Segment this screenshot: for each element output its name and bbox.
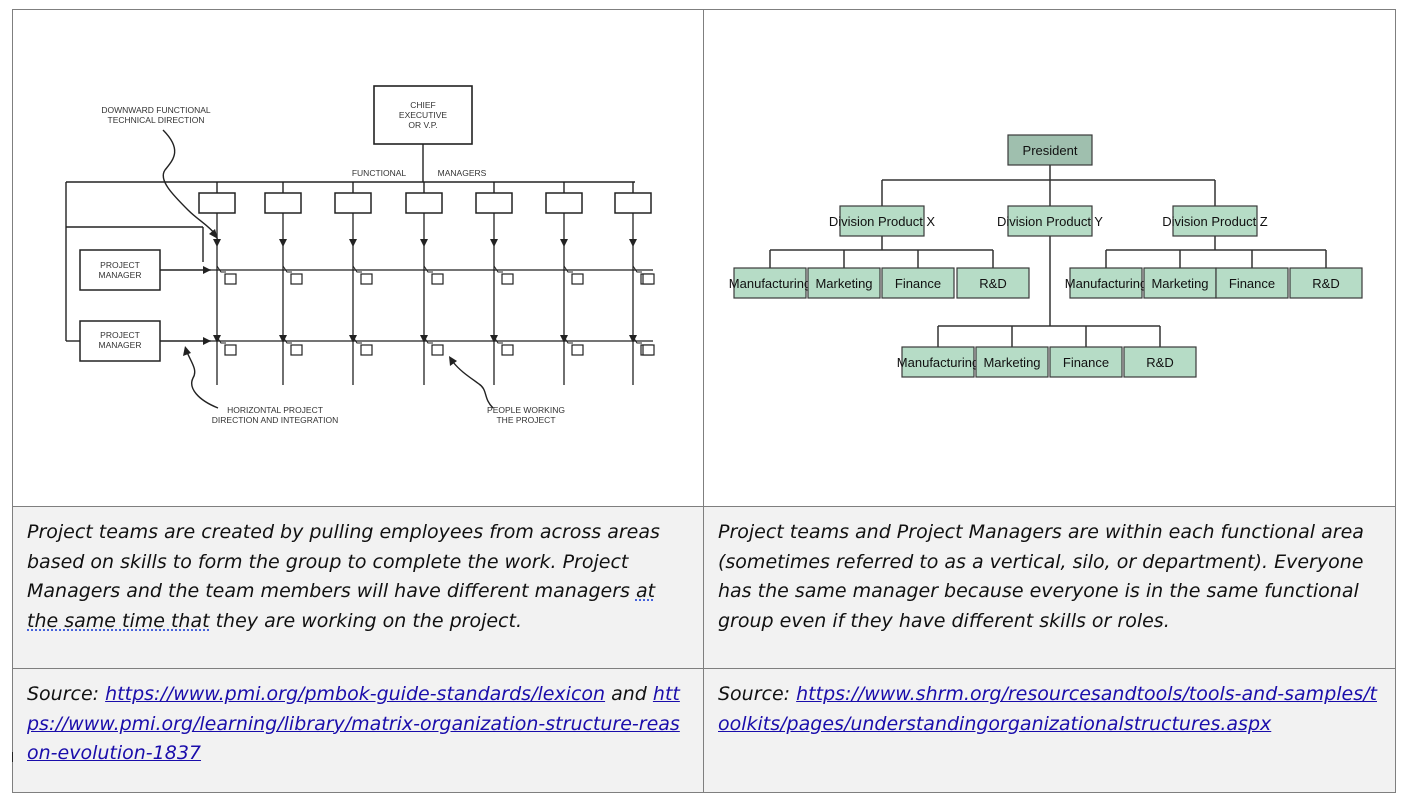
downward-label-1: DOWNWARD FUNCTIONAL bbox=[101, 105, 211, 115]
person-box bbox=[431, 273, 444, 285]
division-y-child-node: R&D bbox=[1123, 346, 1197, 378]
division-y-node: Division Product Y bbox=[997, 205, 1103, 237]
project-manager-2-line1: PROJECT bbox=[100, 330, 140, 340]
president-node-label: President bbox=[1023, 143, 1078, 158]
people-working-boxes bbox=[216, 265, 655, 356]
division-x-child-node: Marketing bbox=[807, 267, 881, 299]
functional-managers bbox=[198, 182, 652, 385]
division-z-child-node: Finance bbox=[1215, 267, 1289, 299]
functional-manager-box bbox=[405, 192, 443, 214]
division-x-child-node: Finance bbox=[881, 267, 955, 299]
division-y-child-node-label: Manufacturing bbox=[897, 355, 979, 370]
horizontal-label-2: DIRECTION AND INTEGRATION bbox=[212, 415, 338, 425]
division-z-node: Division Product Z bbox=[1162, 205, 1268, 237]
person-box bbox=[571, 273, 584, 285]
pmi-matrix-link[interactable]: https://www.pmi.org/learning/library/mat… bbox=[27, 683, 680, 764]
person-box bbox=[290, 344, 303, 356]
people-label-2: THE PROJECT bbox=[496, 415, 555, 425]
shrm-link[interactable]: https://www.shrm.org/resourcesandtools/t… bbox=[718, 683, 1377, 735]
division-z-child-node-label: R&D bbox=[1312, 276, 1339, 291]
matrix-diagram-cell: CHIEF EXECUTIVE OR V.P. FUNCTIONAL MANAG… bbox=[12, 9, 704, 507]
division-z-node-label: Division Product Z bbox=[1162, 214, 1268, 229]
functional-manager-box bbox=[475, 192, 513, 214]
division-x-child-node-label: Marketing bbox=[815, 276, 872, 291]
left-source-prefix: Source: bbox=[27, 683, 106, 705]
right-description-text: Project teams and Project Managers are w… bbox=[718, 521, 1364, 632]
managers-label: MANAGERS bbox=[438, 168, 487, 178]
person-box bbox=[224, 344, 237, 356]
division-x-child-node-label: Finance bbox=[895, 276, 941, 291]
matrix-organization-diagram: CHIEF EXECUTIVE OR V.P. FUNCTIONAL MANAG… bbox=[65, 85, 655, 425]
division-y-child-node-label: Marketing bbox=[983, 355, 1040, 370]
division-y-child-node: Finance bbox=[1049, 346, 1123, 378]
functional-label: FUNCTIONAL bbox=[352, 168, 407, 178]
division-x-node: Division Product X bbox=[829, 205, 936, 237]
division-z-child-node: R&D bbox=[1289, 267, 1363, 299]
downward-label-2: TECHNICAL DIRECTION bbox=[108, 115, 205, 125]
person-box bbox=[224, 273, 237, 285]
person-box bbox=[360, 344, 373, 356]
division-x-child-node: R&D bbox=[956, 267, 1030, 299]
division-z-child-node: Manufacturing bbox=[1065, 267, 1147, 299]
functional-manager-box bbox=[334, 192, 372, 214]
horizontal-label-1: HORIZONTAL PROJECT bbox=[227, 405, 323, 415]
division-y-node-label: Division Product Y bbox=[997, 214, 1103, 229]
project-manager-1-line1: PROJECT bbox=[100, 260, 140, 270]
functional-manager-box bbox=[198, 192, 236, 214]
division-y-child-node-label: Finance bbox=[1063, 355, 1109, 370]
functional-manager-box bbox=[614, 192, 652, 214]
left-description-part1: Project teams are created by pulling emp… bbox=[27, 521, 660, 602]
division-z-child-node-label: Finance bbox=[1229, 276, 1275, 291]
division-z-child-node: Marketing bbox=[1143, 267, 1217, 299]
division-x-child-node: Manufacturing bbox=[729, 267, 811, 299]
functional-manager-box bbox=[545, 192, 583, 214]
division-z-child-node-label: Marketing bbox=[1151, 276, 1208, 291]
project-manager-1-line2: MANAGER bbox=[99, 270, 142, 280]
left-description-part3: they are working on the project. bbox=[209, 609, 522, 632]
person-box bbox=[501, 344, 514, 356]
left-source: Source: https://www.pmi.org/pmbok-guide-… bbox=[12, 668, 704, 793]
division-x-child-node-label: R&D bbox=[979, 276, 1006, 291]
division-x-node-label: Division Product X bbox=[829, 214, 936, 229]
president-node: President bbox=[1007, 134, 1093, 166]
person-box bbox=[431, 344, 444, 356]
person-box bbox=[642, 344, 655, 356]
text-cursor bbox=[12, 752, 13, 762]
left-description-flagged-phrase: at the same time that bbox=[27, 580, 656, 632]
right-source-prefix: Source: bbox=[718, 683, 797, 705]
division-z-child-node-label: Manufacturing bbox=[1065, 276, 1147, 291]
right-source: Source: https://www.shrm.org/resourcesan… bbox=[703, 668, 1396, 793]
person-box bbox=[642, 273, 655, 285]
comparison-table: CHIEF EXECUTIVE OR V.P. FUNCTIONAL MANAG… bbox=[12, 9, 1396, 793]
division-y-child-node: Marketing bbox=[975, 346, 1049, 378]
division-y-child-node-label: R&D bbox=[1146, 355, 1173, 370]
right-description: Project teams and Project Managers are w… bbox=[703, 506, 1396, 669]
project-manager-2-line2: MANAGER bbox=[99, 340, 142, 350]
division-x-child-node-label: Manufacturing bbox=[729, 276, 811, 291]
person-box bbox=[360, 273, 373, 285]
pmi-lexicon-link[interactable]: https://www.pmi.org/pmbok-guide-standard… bbox=[105, 683, 606, 705]
chief-label-3: OR V.P. bbox=[408, 120, 437, 130]
people-label-1: PEOPLE WORKING bbox=[487, 405, 565, 415]
left-source-and: and bbox=[605, 683, 653, 705]
left-description: Project teams are created by pulling emp… bbox=[12, 506, 704, 669]
person-box bbox=[571, 344, 584, 356]
chief-label-2: EXECUTIVE bbox=[399, 110, 448, 120]
functional-manager-box bbox=[264, 192, 302, 214]
division-y-child-node: Manufacturing bbox=[897, 346, 979, 378]
chief-label-1: CHIEF bbox=[410, 100, 436, 110]
person-box bbox=[290, 273, 303, 285]
person-box bbox=[501, 273, 514, 285]
